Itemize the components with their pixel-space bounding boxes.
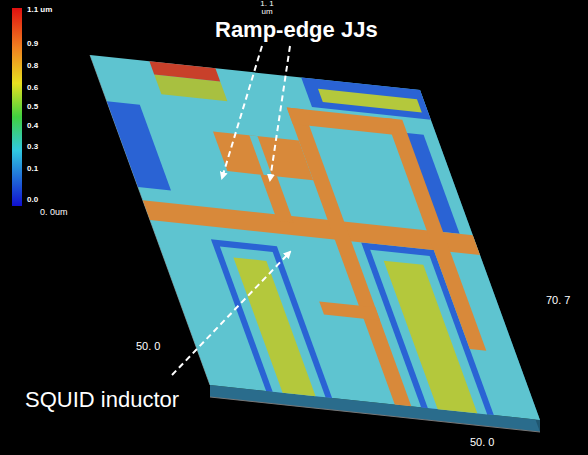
leader-arrow xyxy=(222,46,262,178)
scale-tick: 0.1 xyxy=(27,165,38,174)
scale-tick: 0.3 xyxy=(27,143,38,152)
scale-tick: 0.9 xyxy=(27,40,38,49)
scale-tick: 0.5 xyxy=(27,103,38,112)
scale-tick: 0.4 xyxy=(27,122,38,131)
surface-map xyxy=(90,55,540,420)
color-bar xyxy=(12,8,22,206)
callout-text: Ramp-edge JJs xyxy=(215,18,378,42)
scale-tick: 0.0 xyxy=(27,196,38,205)
axis-value: 50. 0 xyxy=(470,436,494,448)
scale-tick: 0.6 xyxy=(27,84,38,93)
axis-max: 1. 1 um xyxy=(256,0,278,17)
scale-unit: 0. 0um xyxy=(40,208,68,218)
leader-arrow xyxy=(172,252,290,375)
scale-tick: 0.8 xyxy=(27,62,38,71)
leader-arrow xyxy=(270,46,290,180)
axis-value: 50. 0 xyxy=(136,340,160,352)
callout-text: SQUID inductor xyxy=(25,388,179,412)
axis-value: 70. 7 xyxy=(546,294,570,306)
scale-unit: 1.1 um xyxy=(27,6,52,15)
